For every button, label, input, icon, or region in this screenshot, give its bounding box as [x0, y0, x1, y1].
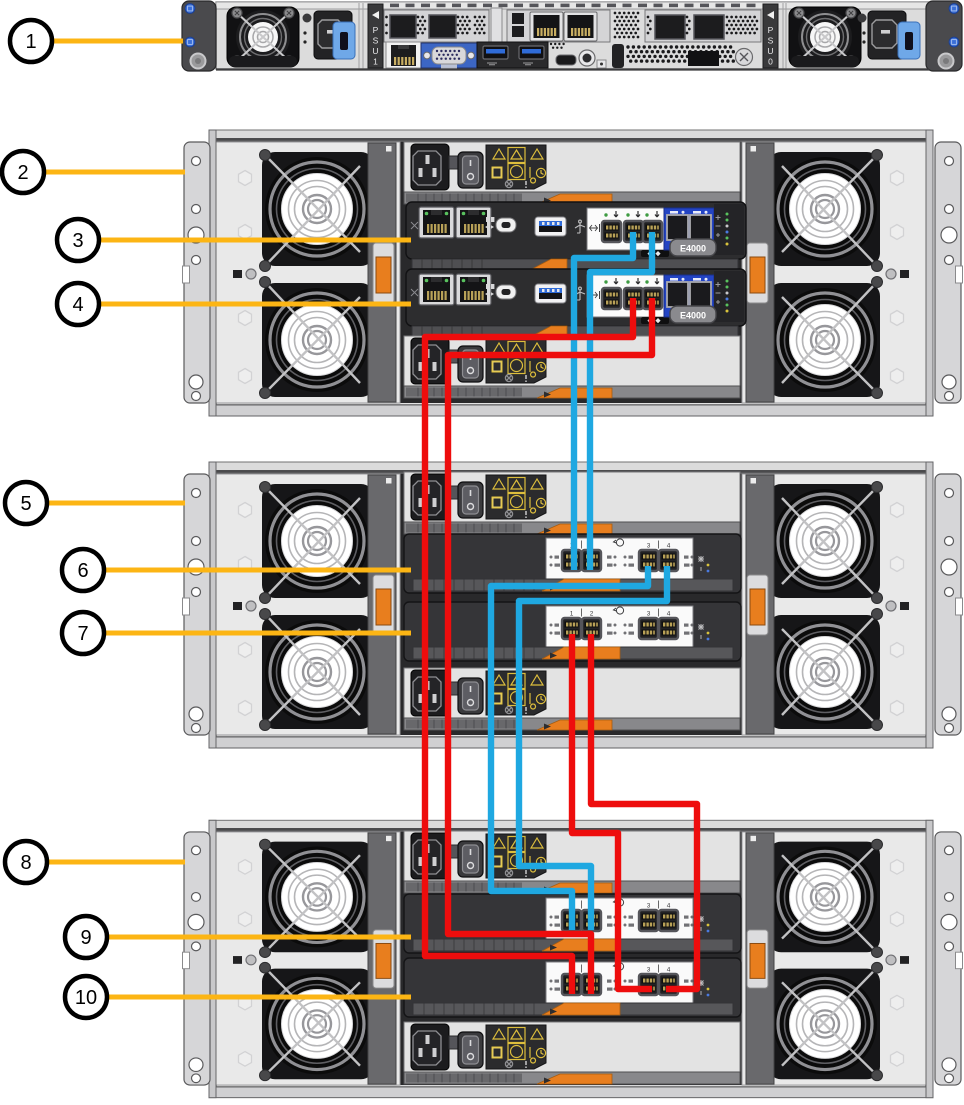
svg-text:10: 10	[75, 987, 97, 1009]
svg-text:9: 9	[80, 927, 91, 949]
svg-text:5: 5	[20, 493, 31, 515]
svg-text:U: U	[767, 46, 773, 56]
svg-text:7: 7	[77, 623, 88, 645]
svg-text:3: 3	[72, 230, 83, 252]
svg-text:S: S	[768, 36, 774, 46]
svg-text:P: P	[768, 25, 774, 35]
svg-text:0: 0	[768, 57, 773, 67]
svg-text:6: 6	[77, 560, 88, 582]
svg-text:2: 2	[17, 162, 28, 184]
svg-text:1: 1	[373, 57, 378, 67]
svg-text:S: S	[373, 36, 379, 46]
svg-text:1: 1	[25, 31, 36, 53]
svg-text:P: P	[373, 25, 379, 35]
svg-text:4: 4	[72, 294, 83, 316]
svg-text:8: 8	[20, 852, 31, 874]
svg-text:U: U	[372, 46, 378, 56]
